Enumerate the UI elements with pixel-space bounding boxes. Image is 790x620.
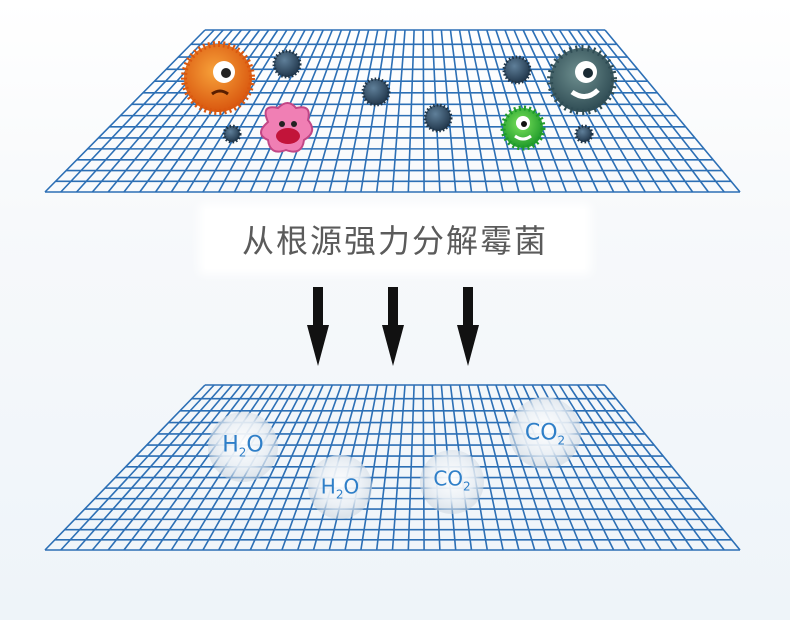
molecule-bubble xyxy=(420,450,484,514)
grid-line xyxy=(328,29,370,193)
grid-line xyxy=(391,29,406,193)
molecule-tail: O xyxy=(246,432,264,458)
molecule-label: CO2 xyxy=(433,467,470,494)
small-spore-icon xyxy=(574,124,594,144)
small-spore-icon xyxy=(361,77,391,107)
molecule-element: H xyxy=(320,474,336,499)
molecule-element: H xyxy=(222,432,239,458)
grid-line xyxy=(375,29,397,193)
headline-banner: 从根源强力分解霉菌 xyxy=(205,209,585,269)
down-arrow-icon xyxy=(382,287,404,366)
dark-green-germ-icon xyxy=(547,45,617,115)
molecule-subscript: 2 xyxy=(463,479,471,494)
down-arrows xyxy=(307,287,479,366)
grid-line xyxy=(586,29,710,193)
molecule-label: H2O xyxy=(321,475,359,502)
grid-line xyxy=(44,384,206,551)
bottom-mesh-grid xyxy=(44,384,741,551)
grid-line xyxy=(604,384,741,551)
molecule-bubble xyxy=(509,397,581,469)
molecule-bubble xyxy=(308,455,372,519)
grid-line xyxy=(44,29,206,193)
molecule-label: H2O xyxy=(222,432,264,459)
pink-germ-icon xyxy=(260,102,314,153)
down-arrow-icon xyxy=(307,287,329,366)
orange-germ-icon xyxy=(181,41,255,115)
molecule-tail: O xyxy=(343,474,360,499)
molecule-element: CO xyxy=(433,466,464,491)
grid-line xyxy=(422,29,425,193)
grid-line xyxy=(344,29,379,193)
molecule-subscript: 2 xyxy=(335,487,344,502)
small-spore-icon xyxy=(222,124,242,144)
small-spore-icons xyxy=(222,49,594,144)
small-spore-icon xyxy=(423,103,453,133)
grid-line xyxy=(360,29,388,193)
molecule-subscript: 2 xyxy=(557,433,566,448)
molecule-subscript: 2 xyxy=(238,445,247,460)
green-germ-icon xyxy=(500,105,546,151)
grid-line xyxy=(407,29,415,193)
headline-text: 从根源强力分解霉菌 xyxy=(241,222,548,260)
molecule-element: CO xyxy=(524,420,558,446)
top-mesh-grid xyxy=(44,29,741,193)
molecule-label: CO2 xyxy=(525,420,565,447)
down-arrow-icon xyxy=(457,287,479,366)
small-spore-icon xyxy=(272,49,302,79)
grid-line xyxy=(312,29,361,193)
grid-line xyxy=(604,29,741,193)
small-spore-icon xyxy=(502,55,532,85)
molecule-bubble xyxy=(208,412,278,482)
